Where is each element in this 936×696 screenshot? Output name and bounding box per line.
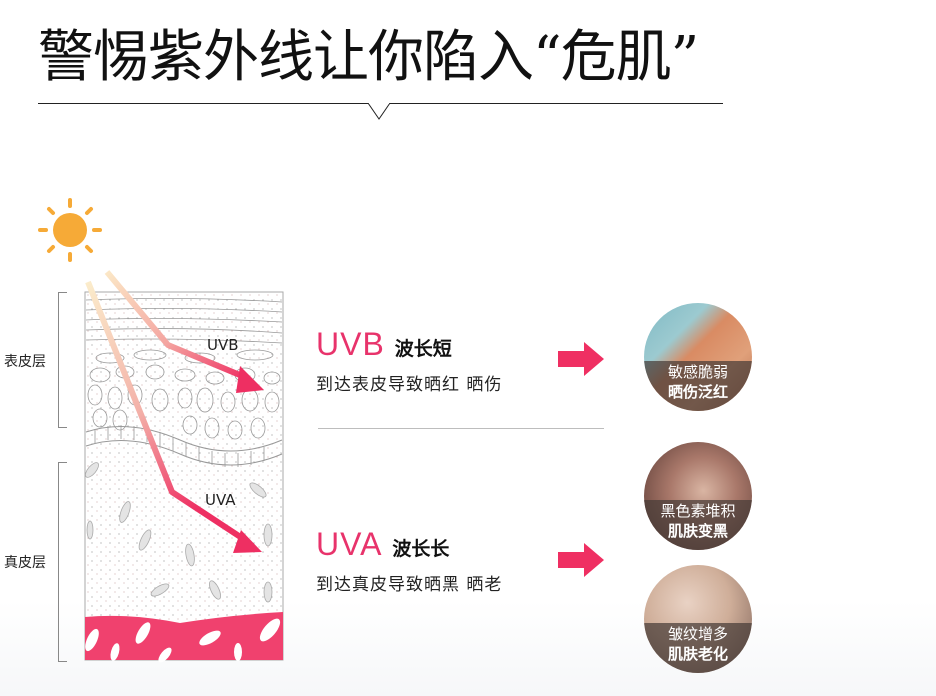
page-title: 警惕紫外线让你陷入“危肌”	[38, 25, 699, 90]
epidermis-bracket	[58, 292, 67, 428]
effect-badge-darkening: 黑色素堆积 肌肤变黑	[644, 442, 752, 550]
uvb-heading: UVB 波长短	[316, 326, 452, 363]
section-divider	[318, 428, 604, 429]
effect-line2: 肌肤变黑	[667, 522, 728, 540]
uva-code: UVA	[316, 526, 383, 562]
ray-label-uva: UVA	[205, 491, 236, 509]
skin-diagram	[38, 198, 284, 663]
uva-heading: UVA 波长长	[316, 526, 449, 563]
effect-badge-sunburn: 敏感脆弱 晒伤泛红	[644, 303, 752, 411]
effect-line1: 黑色素堆积	[660, 502, 736, 520]
effect-line1: 敏感脆弱	[667, 363, 728, 381]
effect-line1: 皱纹增多	[667, 625, 728, 643]
effect-badge-aging: 皱纹增多 肌肤老化	[644, 565, 752, 673]
effect-line2: 肌肤老化	[667, 645, 728, 663]
effect-line2: 晒伤泛红	[667, 383, 728, 401]
layer-label-dermis: 真皮层	[4, 555, 46, 571]
arrow-right-icon	[558, 543, 604, 577]
uvb-wavelength: 波长短	[394, 338, 452, 360]
arrow-right-icon	[558, 342, 604, 376]
sun-icon	[38, 198, 102, 262]
dermis-bracket	[58, 462, 67, 662]
divider-notch-icon	[368, 103, 391, 120]
layer-label-epidermis: 表皮层	[4, 354, 46, 370]
uvb-code: UVB	[316, 326, 385, 362]
uva-description: 到达真皮导致晒黑 晒老	[316, 575, 503, 595]
ray-label-uvb: UVB	[207, 336, 239, 354]
uva-wavelength: 波长长	[392, 538, 450, 560]
uvb-description: 到达表皮导致晒红 晒伤	[316, 375, 503, 395]
